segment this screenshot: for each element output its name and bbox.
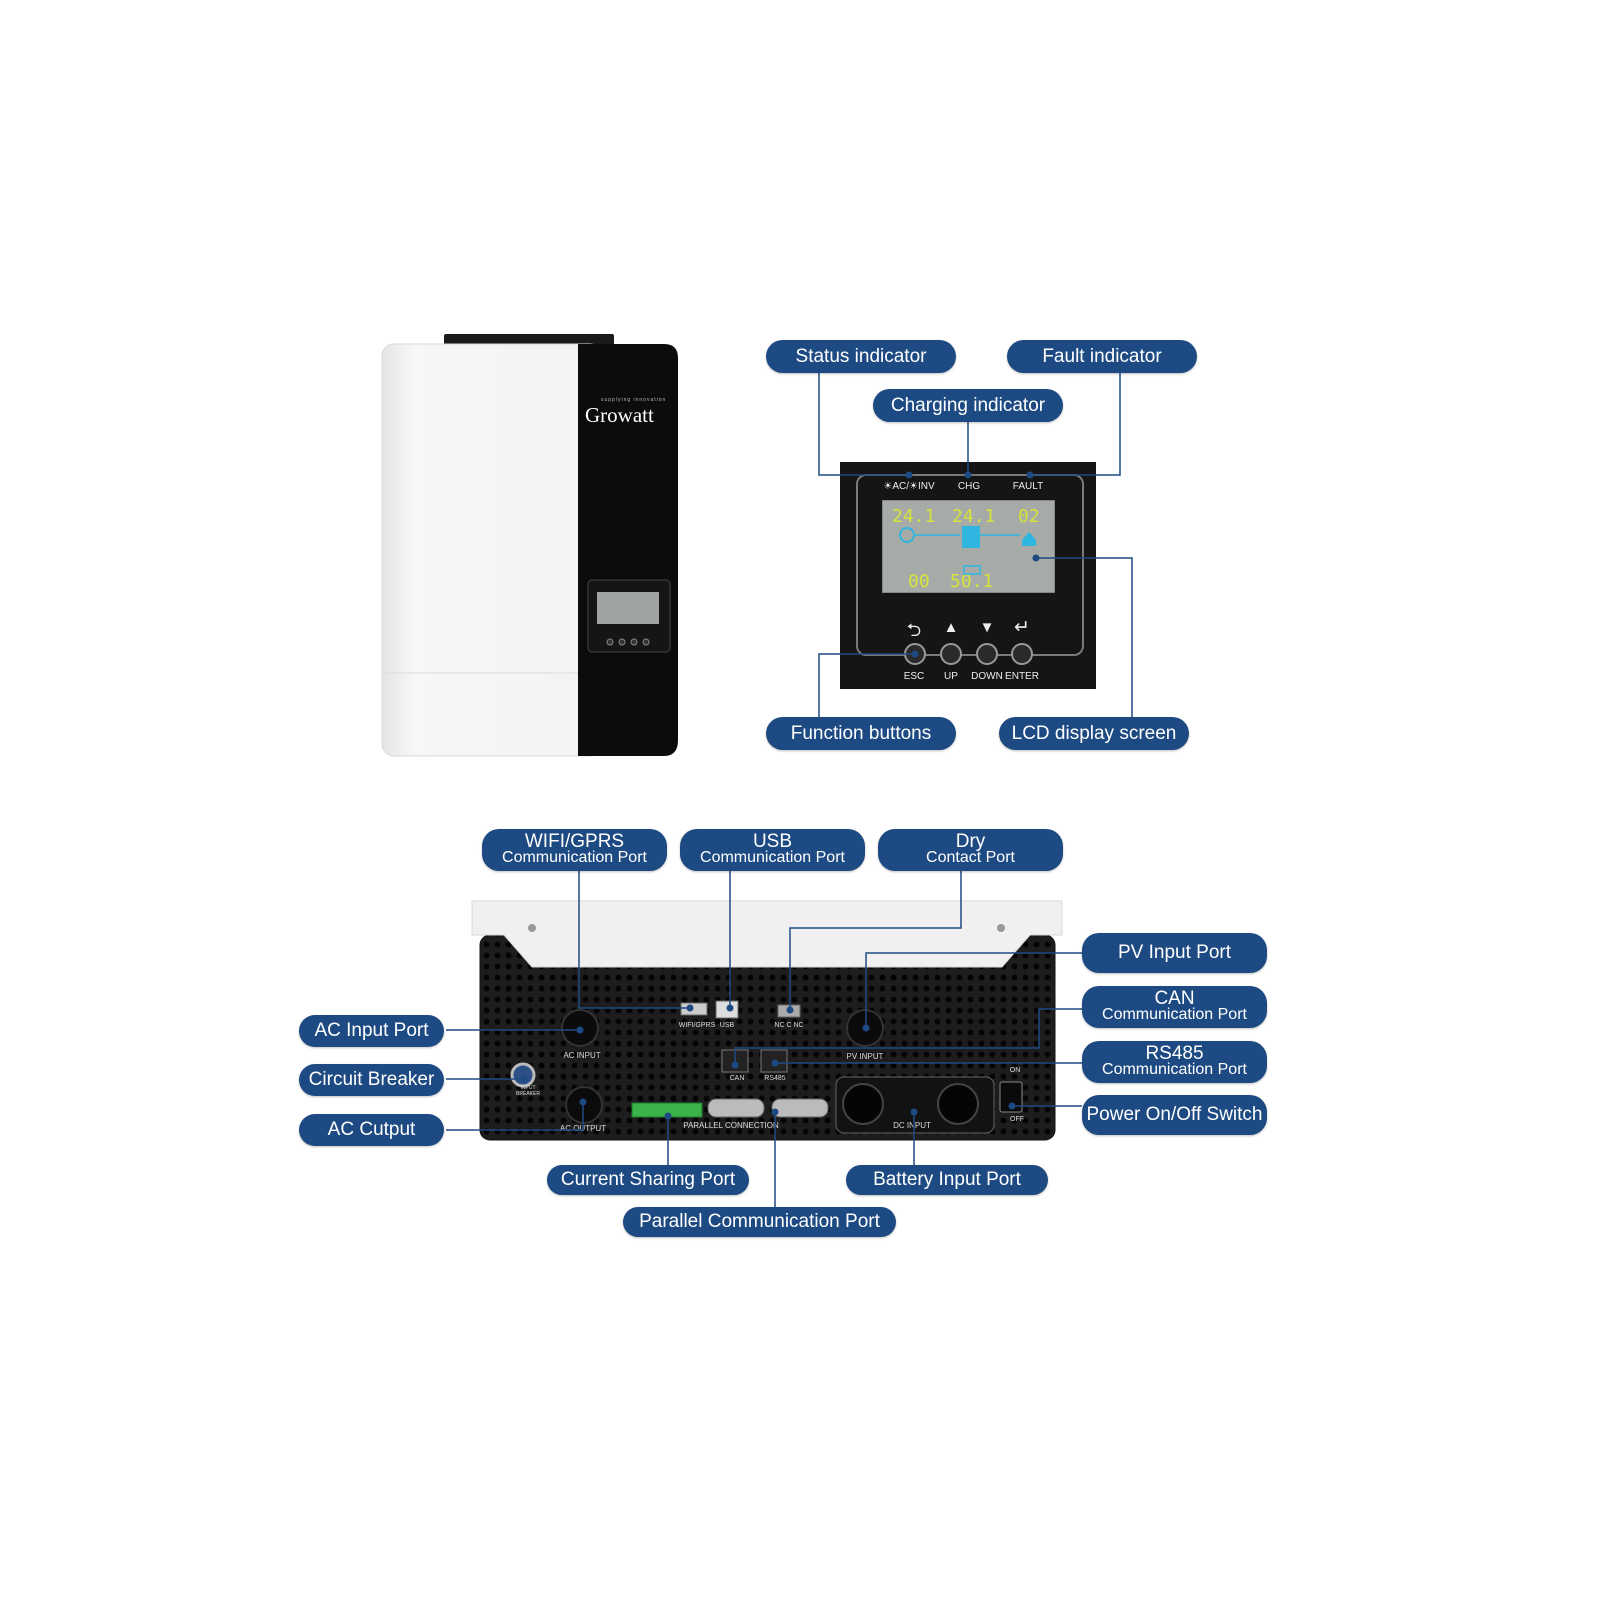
callout-wifi-gprs-port: WIFI/GPRS Communication Port bbox=[482, 829, 667, 871]
callout-wifi-line2: Communication Port bbox=[502, 849, 647, 866]
callout-rs485-port: RS485 Communication Port bbox=[1082, 1041, 1267, 1083]
lcd-display-screen: 24.1 24.1 02 00 50.1 bbox=[882, 500, 1055, 593]
lcd-reading-3: 02 bbox=[1018, 506, 1040, 527]
function-button-down[interactable] bbox=[976, 643, 998, 665]
panel-label-switch-off: OFF bbox=[1010, 1116, 1024, 1123]
callout-circuit-breaker: Circuit Breaker bbox=[299, 1064, 444, 1096]
panel-label-ac-input: AC INPUT bbox=[563, 1051, 601, 1060]
power-switch bbox=[999, 1081, 1023, 1113]
panel-label-pv-input: PV INPUT bbox=[846, 1052, 884, 1061]
function-button-up-label: UP bbox=[944, 671, 958, 682]
callout-can-port: CAN Communication Port bbox=[1082, 986, 1267, 1028]
lcd-reading-4: 00 bbox=[908, 571, 930, 592]
callout-dry-contact-port: Dry Contact Port bbox=[878, 829, 1063, 871]
indicator-label-fault: FAULT bbox=[1012, 481, 1044, 492]
callout-can-line2: Communication Port bbox=[1102, 1006, 1247, 1023]
lcd-reading-2: 24.1 bbox=[952, 506, 995, 527]
function-button-up-icon: ▲ bbox=[943, 619, 959, 636]
callout-dry-line2: Contact Port bbox=[926, 849, 1015, 866]
panel-label-breaker-2: BREAKER bbox=[516, 1091, 540, 1097]
callout-current-sharing-port: Current Sharing Port bbox=[547, 1165, 749, 1195]
function-button-esc-icon: ⮌ bbox=[906, 620, 922, 640]
callout-usb-port: USB Communication Port bbox=[680, 829, 865, 871]
panel-label-parallel: PARALLEL CONNECTION bbox=[683, 1121, 779, 1130]
function-button-enter-label: ENTER bbox=[1005, 671, 1039, 682]
function-button-esc-label: ESC bbox=[903, 671, 925, 682]
panel-label-dry: NC C NC bbox=[774, 1022, 804, 1029]
callout-function-buttons: Function buttons bbox=[766, 717, 956, 750]
function-button-enter-icon: ↵ bbox=[1014, 617, 1030, 638]
parallel-port-right bbox=[771, 1098, 829, 1118]
callout-battery-input-port: Battery Input Port bbox=[846, 1165, 1048, 1195]
panel-label-dc-input: DC INPUT bbox=[893, 1121, 931, 1130]
callout-ac-input-port: AC Input Port bbox=[299, 1015, 444, 1047]
callout-rs485-line2: Communication Port bbox=[1102, 1061, 1247, 1078]
callout-dry-line1: Dry bbox=[955, 831, 986, 852]
callout-pv-input-port: PV Input Port bbox=[1082, 933, 1267, 973]
lcd-home-icon bbox=[1022, 532, 1036, 546]
inverter-front-view bbox=[381, 334, 678, 757]
panel-label-can: CAN bbox=[729, 1075, 745, 1082]
indicator-label-status: ☀AC/☀INV bbox=[883, 481, 935, 492]
parallel-port-left bbox=[707, 1098, 765, 1118]
callout-can-line1: CAN bbox=[1154, 988, 1195, 1009]
lcd-battery-icon bbox=[962, 526, 980, 548]
callout-rs485-line1: RS485 bbox=[1145, 1043, 1204, 1064]
callout-ac-output: AC Cutput bbox=[299, 1114, 444, 1146]
callout-parallel-communication-port: Parallel Communication Port bbox=[623, 1207, 896, 1237]
function-button-down-label: DOWN bbox=[971, 671, 1003, 682]
brand-name: Growatt bbox=[585, 403, 654, 427]
function-button-down-icon: ▼ bbox=[979, 619, 995, 636]
panel-label-switch-on: ON bbox=[1009, 1067, 1021, 1074]
callout-status-indicator: Status indicator bbox=[766, 340, 956, 373]
panel-label-breaker-1: INPUT bbox=[520, 1085, 536, 1091]
callout-usb-line1: USB bbox=[752, 831, 793, 852]
panel-label-wifi: WIFI/GPRS bbox=[678, 1022, 716, 1029]
function-button-enter[interactable] bbox=[1011, 643, 1033, 665]
indicator-label-charging: CHG bbox=[957, 481, 981, 492]
panel-label-usb: USB bbox=[719, 1022, 735, 1029]
brand-logo: supplying innovation Growatt bbox=[585, 397, 675, 428]
function-button-up[interactable] bbox=[940, 643, 962, 665]
brand-tagline: supplying innovation bbox=[601, 397, 667, 403]
callout-power-switch: Power On/Off Switch bbox=[1082, 1095, 1267, 1135]
callout-charging-indicator: Charging indicator bbox=[873, 389, 1063, 422]
callout-wifi-line1: WIFI/GPRS bbox=[524, 831, 625, 852]
callout-lcd-display-screen: LCD display screen bbox=[999, 717, 1189, 750]
inverter-bottom-view bbox=[471, 900, 1063, 1141]
callout-fault-indicator: Fault indicator bbox=[1007, 340, 1197, 373]
panel-label-rs485: RS485 bbox=[764, 1075, 786, 1082]
circuit-breaker-knob bbox=[510, 1062, 536, 1088]
lcd-reading-5: 50.1 bbox=[950, 571, 993, 592]
callout-usb-line2: Communication Port bbox=[700, 849, 845, 866]
lcd-reading-1: 24.1 bbox=[892, 506, 935, 527]
